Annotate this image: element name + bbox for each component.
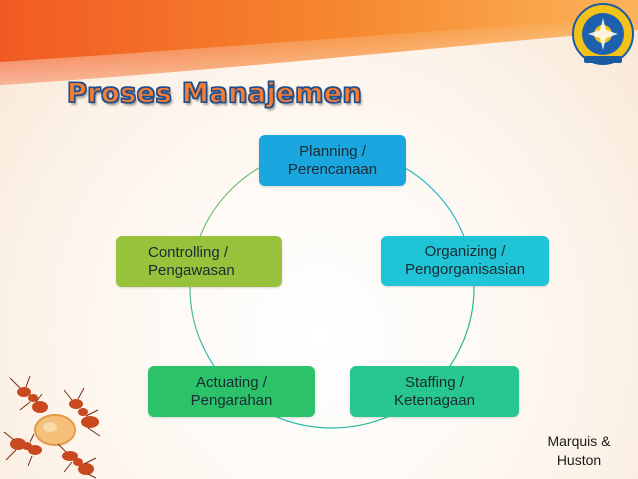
ants-photo — [3, 375, 101, 479]
page-title: Proses Manajemen — [66, 77, 363, 109]
cycle-node-controlling: Controlling / Pengawasan — [116, 236, 282, 287]
cycle-node-actuating: Actuating / Pengarahan — [148, 366, 315, 417]
cycle-node-planning: Planning / Perencanaan — [259, 135, 406, 186]
cycle-node-organizing: Organizing / Pengorganisasian — [381, 236, 549, 286]
source-credit: Marquis & Huston — [547, 433, 611, 468]
university-seal-icon — [572, 3, 634, 65]
header-band — [0, 0, 638, 85]
cycle-node-staffing: Staffing / Ketenagaan — [350, 366, 519, 417]
